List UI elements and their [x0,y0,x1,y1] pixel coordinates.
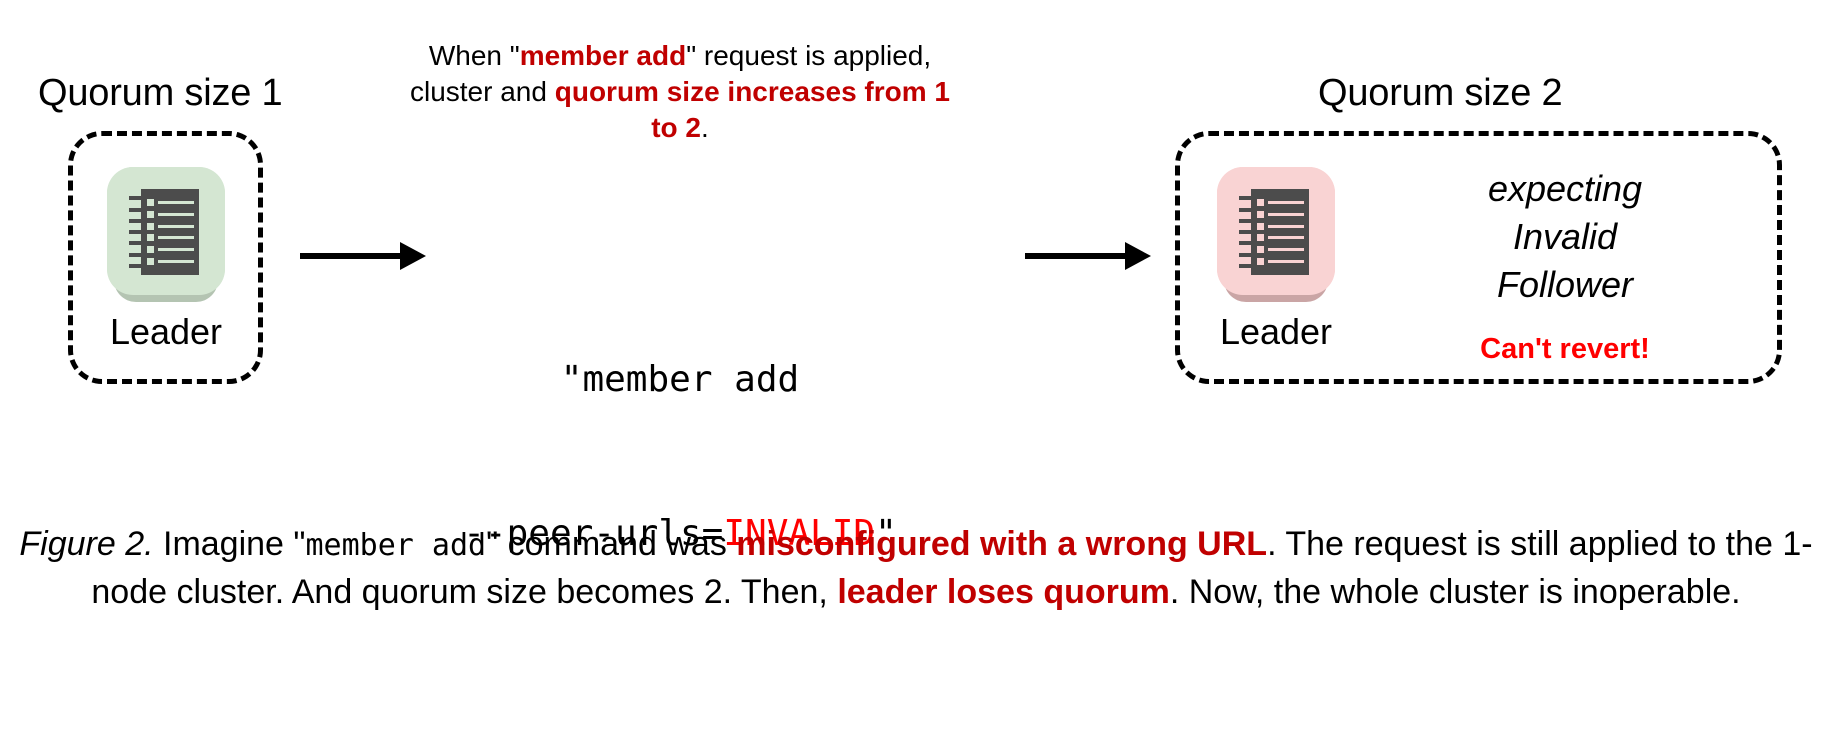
caption-figure-label: Figure 2. [19,525,154,563]
flow-arrow-left-icon [300,242,426,270]
figure-caption: Figure 2. Imagine "member add" command w… [0,520,1832,617]
left-leader-node: Leader [105,167,227,353]
note-line1-suffix: " request is applied, [686,40,932,71]
right-leader-label: Leader [1219,311,1333,352]
caption-text-4: . Now, the whole cluster is inoperable. [1169,573,1741,612]
command-flag: --peer-urls= [463,512,724,554]
status-line-1: expecting [1487,168,1643,209]
left-leader-label: Leader [109,311,223,352]
member-add-command: "member add --peer-urls=INVALID" [430,252,930,661]
left-cluster-box [68,131,263,384]
cant-revert-alert: Can't revert! [1480,333,1650,365]
caption-text-2: " command was [486,525,737,563]
note-line2-prefix: cluster and [409,75,555,107]
note-line3-strong: from 1 to 2 [651,75,950,143]
caption-text-1: Imagine " [153,525,306,563]
server-rack-icon [1217,167,1335,302]
left-cluster-title: Quorum size 1 [38,72,283,114]
note-line2-strong: quorum size increases [554,75,857,107]
expecting-follower-status: expecting Invalid Follower [1390,165,1740,309]
command-line-2: --peer-urls=INVALID" [430,508,930,559]
status-line-2: Invalid [1512,215,1618,257]
status-line-3: Follower [1496,263,1634,305]
caption-command-mono: member add [305,528,487,563]
caption-text-3: . The request is still applied to the 1-… [91,525,1813,612]
server-rack-icon [107,167,225,302]
flow-arrow-right-icon [1025,242,1151,270]
note-line3-suffix: . [701,111,709,143]
note-line1-prefix: When " [428,40,520,71]
right-leader-node: Leader [1215,167,1337,353]
right-cluster-box [1175,131,1782,384]
command-invalid-value: INVALID [723,512,876,554]
command-closing-quote: " [875,512,897,554]
caption-strong-misconfigured: misconfigured with a wrong URL [736,525,1268,563]
command-line-1: "member add [560,359,800,401]
right-cluster-title: Quorum size 2 [1318,72,1563,114]
note-line1-strong: member add [519,40,687,71]
caption-strong-loses-quorum: leader loses quorum [837,573,1170,612]
applied-note: When "member add" request is applied, cl… [400,38,960,145]
